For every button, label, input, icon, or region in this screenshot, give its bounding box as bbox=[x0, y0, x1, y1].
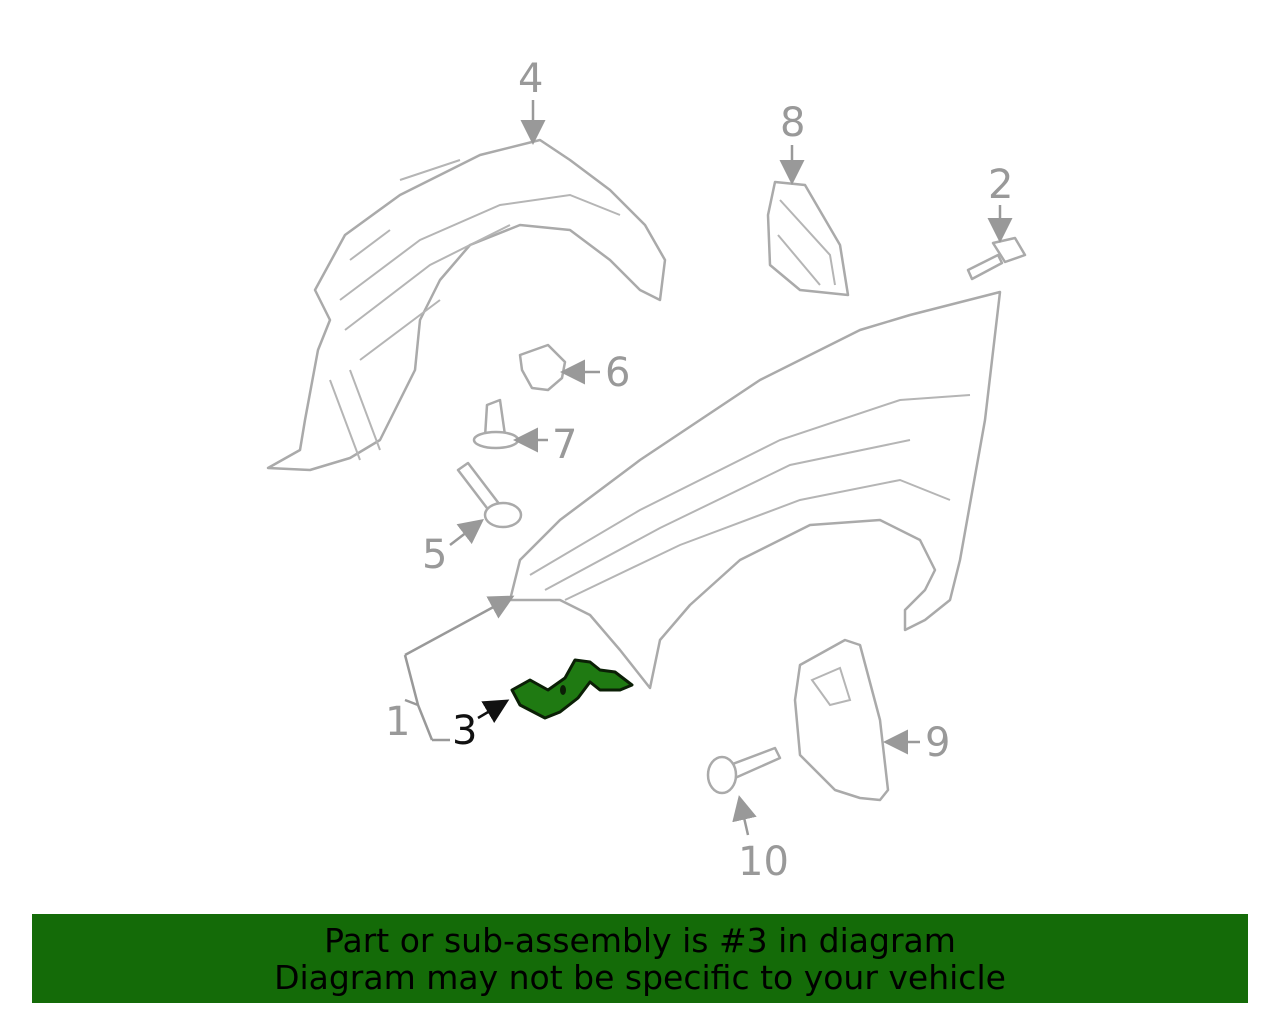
callout-8: 8 bbox=[780, 100, 805, 146]
banner-line-disclaimer: Diagram may not be specific to your vehi… bbox=[274, 957, 1006, 997]
callout-9: 9 bbox=[925, 720, 950, 766]
bolt-part-10 bbox=[706, 746, 782, 795]
callout-7: 7 bbox=[552, 422, 577, 468]
bolt-part-2 bbox=[966, 236, 1027, 281]
callout-5: 5 bbox=[422, 532, 447, 578]
callout-3: 3 bbox=[452, 708, 477, 754]
callout-2: 2 bbox=[988, 162, 1013, 208]
disclaimer-banner: Part or sub-assembly is #3 in diagram Di… bbox=[32, 914, 1248, 1003]
clip-part-6 bbox=[518, 343, 567, 392]
callout-1: 1 bbox=[385, 699, 410, 745]
banner-line-part-info: Part or sub-assembly is #3 in diagram bbox=[324, 920, 956, 960]
callout-6: 6 bbox=[605, 350, 630, 396]
bolt-part-5 bbox=[456, 461, 523, 529]
callout-10: 10 bbox=[738, 839, 789, 885]
fender-bracket-part-8 bbox=[766, 180, 850, 297]
mud-flap-part-9 bbox=[793, 638, 890, 802]
fender-part-1 bbox=[508, 290, 1002, 690]
highlighted-bracket-part-3 bbox=[510, 658, 634, 720]
parts-diagram: 4 8 2 6 7 5 1 3 bbox=[266, 56, 1027, 885]
push-pin-part-7 bbox=[472, 398, 520, 450]
fender-liner-part-4 bbox=[266, 138, 667, 472]
callout-4: 4 bbox=[518, 56, 543, 102]
